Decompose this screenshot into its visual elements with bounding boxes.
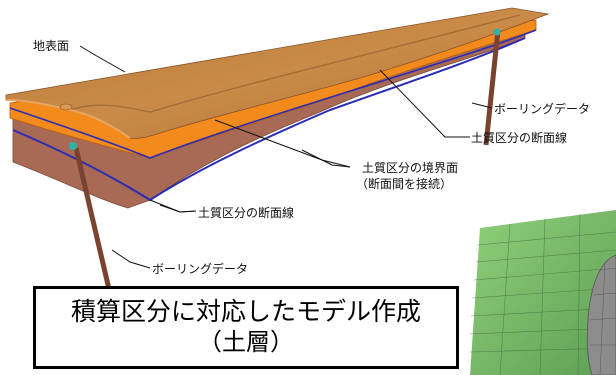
label-boring-data-left: ボーリングデータ	[152, 262, 249, 276]
label-boundary-note: （断面間を接続）	[356, 177, 453, 191]
label-section-line-right: 土質区分の断面線	[471, 131, 568, 145]
boring-pole-left	[73, 147, 115, 303]
leader-boring-left	[111, 249, 151, 269]
label-boring-data-right: ボーリングデータ	[494, 102, 591, 116]
section-line-middle	[9, 29, 537, 159]
leader-boring-right	[471, 102, 493, 109]
label-boundary-surface: 土質区分の境界面	[362, 161, 459, 175]
ground-surface-ridge	[69, 14, 521, 113]
leader-section-left-b	[159, 204, 197, 213]
label-ground-surface: 地表面	[33, 39, 70, 53]
boring-pole-right	[483, 29, 501, 146]
leader-ground-surface	[79, 45, 126, 73]
boring-cap-top	[59, 103, 73, 111]
caption-box: 積算区分に対応したモデル作成 （土層）	[33, 286, 459, 369]
boring-cap-left	[69, 142, 77, 150]
grey-rock-mesh	[589, 261, 616, 375]
boring-cap-right	[493, 28, 501, 36]
leader-section-left-a	[149, 199, 197, 213]
section-line-bottom	[12, 37, 526, 202]
leader-boundary-b	[301, 149, 351, 168]
leader-section-right	[379, 69, 470, 138]
ground-surface-edge-shade	[5, 99, 131, 139]
caption-subtitle: （土層）	[198, 328, 294, 356]
label-section-line-left: 土質区分の断面線	[198, 206, 295, 220]
caption-title: 積算区分に対応したモデル作成	[70, 297, 421, 326]
green-terrain-mesh	[469, 213, 616, 375]
